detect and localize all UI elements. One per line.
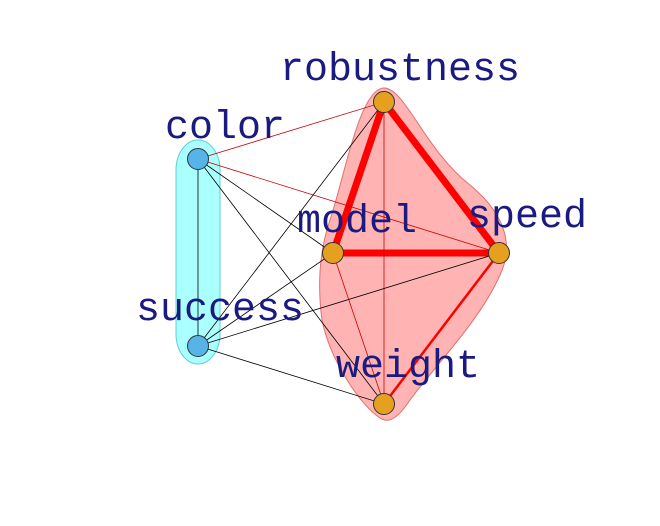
edge-model-weight (332, 252, 385, 405)
edge-speed-weight (382, 251, 501, 406)
edge-color-model (197, 158, 334, 254)
edge-success-robustness (197, 101, 385, 347)
node-label-model: model (297, 200, 417, 245)
node-label-robustness: robustness (280, 48, 520, 93)
node-model (322, 242, 344, 264)
node-speed (488, 242, 510, 264)
node-robustness (373, 91, 395, 113)
edge-color-robustness (197, 101, 385, 160)
edge-robustness-model (329, 98, 388, 257)
node-weight (373, 393, 395, 415)
node-label-color: color (165, 106, 285, 151)
edge-robustness-speed (380, 98, 503, 257)
edges (197, 98, 503, 406)
node-label-weight: weight (336, 345, 480, 390)
edge-success-speed (197, 252, 500, 347)
edge-success-weight (197, 345, 385, 405)
node-success (187, 335, 209, 357)
node-color (187, 148, 209, 170)
node-label-speed: speed (467, 195, 587, 240)
edge-success-model (197, 252, 334, 347)
node-labels: robustness color model speed success weight (136, 48, 587, 390)
node-label-success: success (136, 288, 304, 333)
edge-color-speed (197, 158, 500, 254)
nodes (187, 91, 510, 415)
